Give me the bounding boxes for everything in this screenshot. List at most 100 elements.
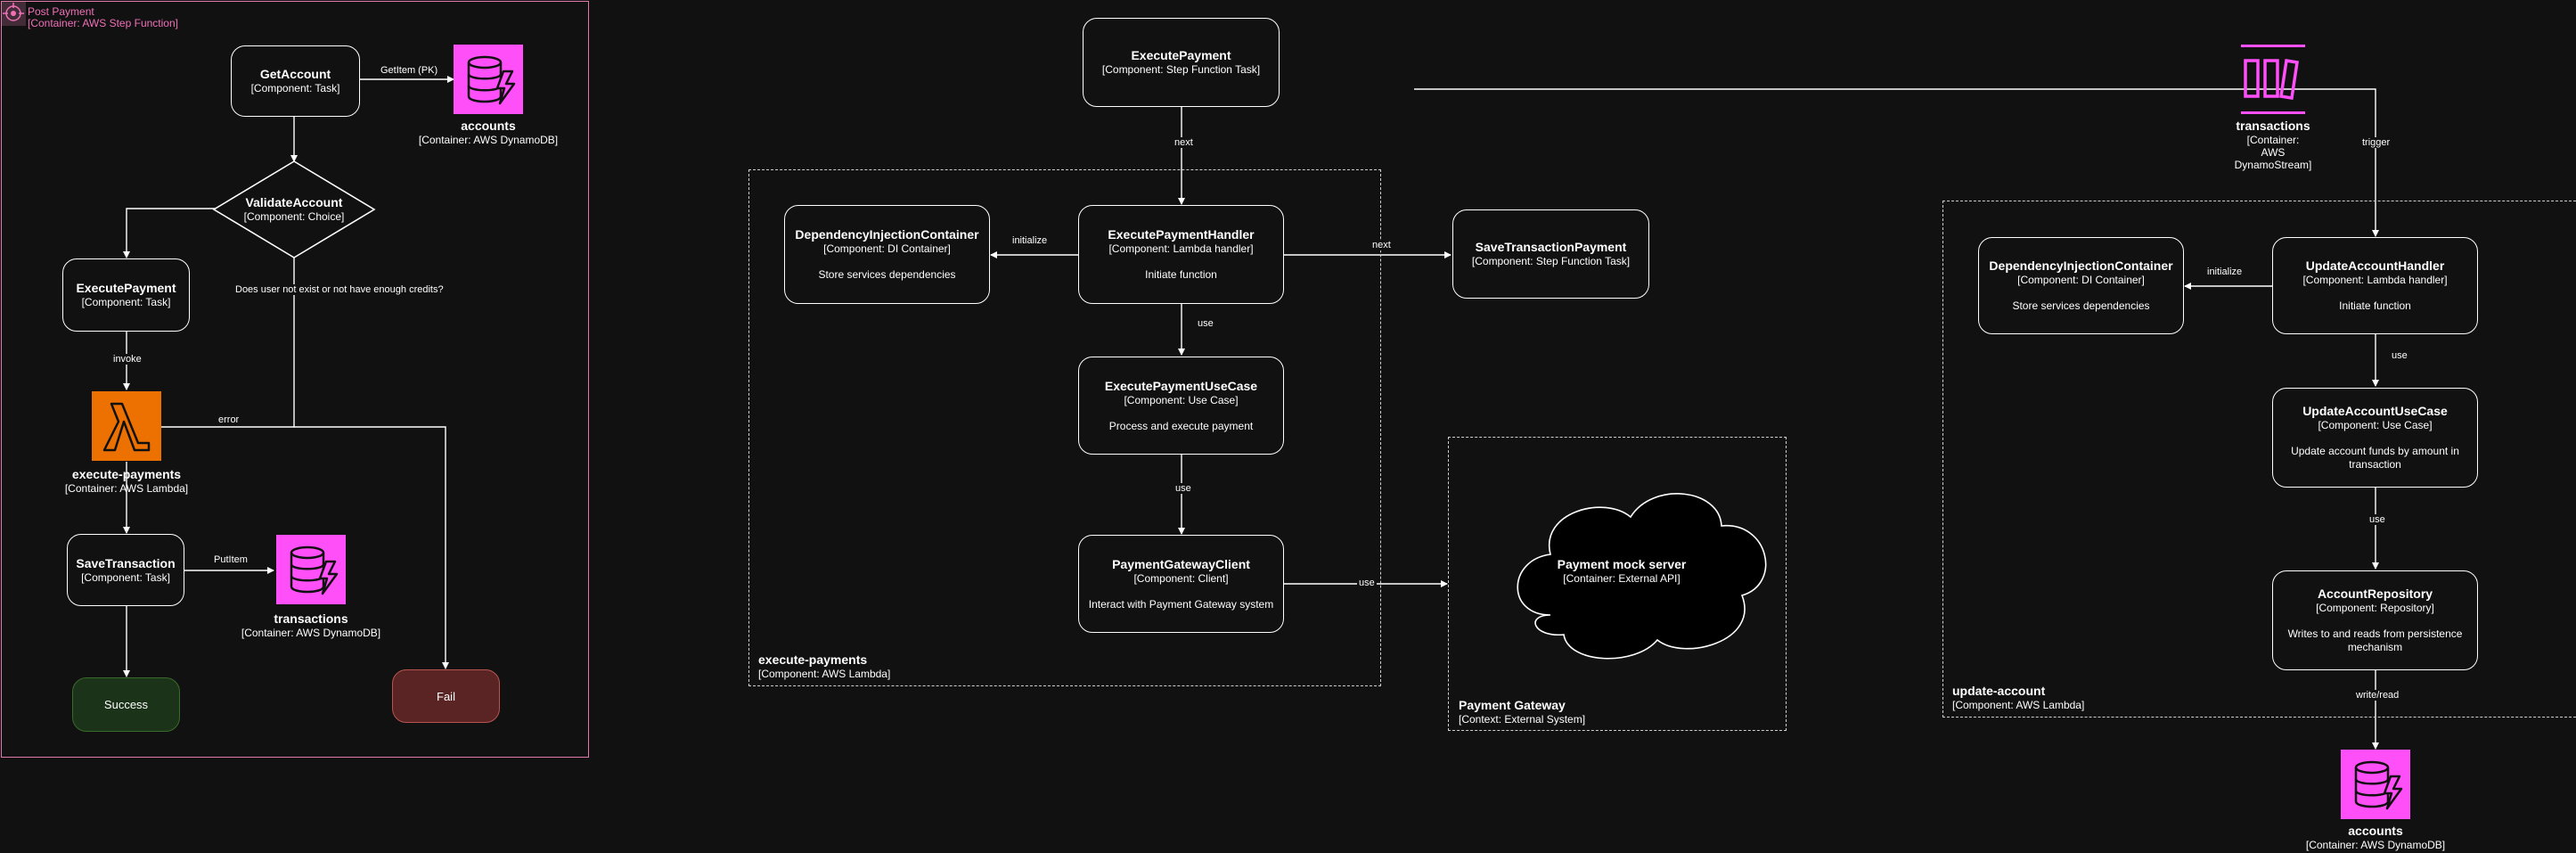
node-type: [Component: Use Case] — [2318, 419, 2433, 431]
kinesis-stream-icon — [2241, 45, 2305, 114]
execute-payment-usecase[interactable]: ExecutePaymentUseCase [Component: Use Ca… — [1078, 357, 1284, 455]
node-title: ExecutePayment — [76, 281, 176, 295]
node-type: [Component: Step Function Task] — [1101, 63, 1261, 76]
dynamodb-icon — [454, 45, 523, 114]
node-type: [Component: Lambda handler] — [2302, 274, 2448, 286]
node-title: UpdateAccountUseCase — [2302, 404, 2448, 418]
execute-payments-boundary-title: execute-payments [Component: AWS Lambda] — [758, 652, 890, 680]
fail-label: Fail — [437, 689, 455, 703]
caption-type-line: AWS — [2261, 146, 2286, 159]
execute-payment-task[interactable]: ExecutePayment [Component: Task] — [62, 258, 190, 332]
save-transaction-task[interactable]: SaveTransaction [Component: Task] — [67, 534, 184, 606]
payment-mock-server[interactable]: Payment mock server [Container: External… — [1550, 557, 1693, 585]
caption-type: [Container: AWS DynamoDB] — [2305, 839, 2446, 851]
step-functions-icon — [1, 1, 26, 26]
next-label: next — [1370, 240, 1393, 250]
save-transaction-payment-task[interactable]: SaveTransactionPayment [Component: Step … — [1452, 209, 1649, 299]
payment-gateway-boundary-title: Payment Gateway [Context: External Syste… — [1459, 698, 1585, 726]
accounts-table-caption: accounts [Container: AWS DynamoDB] — [392, 119, 585, 146]
node-title: PaymentGatewayClient — [1112, 556, 1250, 571]
node-description: Store services dependencies — [818, 268, 956, 281]
error-label: error — [217, 414, 241, 425]
validate-account-choice[interactable]: ValidateAccount [Component: Choice] — [223, 195, 365, 223]
accounts-table-caption: accounts [Container: AWS DynamoDB] — [2286, 824, 2465, 851]
node-type: [Component: Step Function Task] — [1471, 255, 1631, 267]
execute-payment-step-task[interactable]: ExecutePayment [Component: Step Function… — [1083, 18, 1280, 107]
node-type: [Component: Use Case] — [1124, 393, 1239, 406]
fail-state[interactable]: Fail — [392, 669, 500, 723]
use-label: use — [1196, 318, 1215, 329]
node-title: Payment mock server — [1557, 557, 1687, 571]
payment-gateway-client[interactable]: PaymentGatewayClient [Component: Client]… — [1078, 535, 1284, 633]
write-read-label: write/read — [2354, 690, 2401, 701]
use-label: use — [1174, 483, 1193, 494]
getitem-label: GetItem (PK) — [379, 65, 440, 76]
putitem-label: PutItem — [212, 554, 249, 565]
success-label: Success — [103, 698, 149, 711]
node-type: [Component: Task] — [81, 570, 170, 584]
node-title: DependencyInjectionContainer — [795, 227, 979, 242]
boundary-name: Payment Gateway — [1459, 698, 1566, 712]
caption-type: [Container: AWS Lambda] — [64, 482, 189, 495]
execute-payment-handler[interactable]: ExecutePaymentHandler [Component: Lambda… — [1078, 205, 1284, 304]
get-account-task[interactable]: GetAccount [Component: Task] — [231, 45, 360, 117]
update-account-boundary — [1942, 201, 2576, 718]
initialize-label: initialize — [1010, 235, 1050, 246]
caption-title: transactions — [2236, 119, 2310, 133]
use-label: use — [2390, 350, 2409, 361]
lambda-icon — [92, 391, 161, 461]
node-title: AccountRepository — [2317, 586, 2433, 601]
trigger-label: trigger — [2360, 137, 2392, 148]
node-description: Interact with Payment Gateway system — [1088, 597, 1274, 611]
boundary-type: [Context: External System] — [1459, 713, 1586, 726]
caption-title: accounts — [461, 119, 516, 133]
node-title: ExecutePayment — [1131, 48, 1231, 62]
node-type: [Container: External API] — [1563, 572, 1681, 585]
node-title: DependencyInjectionContainer — [1989, 258, 2173, 273]
node-description: Initiate function — [2339, 299, 2411, 312]
node-description: Writes to and reads from persistence mec… — [2287, 627, 2463, 653]
edge-stream-handler — [1414, 88, 2379, 237]
post-payment-frame — [1, 1, 589, 758]
node-title: ValidateAccount — [245, 195, 343, 209]
account-repository[interactable]: AccountRepository [Component: Repository… — [2272, 570, 2478, 670]
node-title: UpdateAccountHandler — [2305, 258, 2445, 273]
post-payment-container-type: [Container: AWS Step Function] — [28, 17, 178, 29]
node-type: [Component: DI Container] — [823, 242, 951, 255]
caption-type-line: DynamoStream] — [2234, 159, 2312, 171]
node-title: SaveTransaction — [76, 555, 176, 570]
dependency-injection-container[interactable]: DependencyInjectionContainer [Component:… — [1978, 237, 2184, 334]
edge-validate-fail — [293, 258, 449, 669]
transactions-stream-caption: transactions [Container: AWS DynamoStrea… — [2220, 119, 2327, 171]
caption-title: accounts — [2348, 824, 2403, 838]
edge-validate-executepayment — [123, 208, 217, 258]
execute-payments-boundary — [748, 169, 1381, 686]
validate-account-diamond — [212, 160, 376, 258]
lambda-caption: execute-payments [Container: AWS Lambda] — [46, 467, 207, 495]
update-account-handler[interactable]: UpdateAccountHandler [Component: Lambda … — [2272, 237, 2478, 334]
boundary-name: execute-payments — [758, 652, 868, 667]
node-title: SaveTransactionPayment — [1475, 240, 1627, 254]
boundary-type: [Component: AWS Lambda] — [1952, 699, 2085, 711]
post-payment-name: Post Payment — [28, 5, 94, 18]
node-type: [Component: Lambda handler] — [1108, 242, 1254, 255]
use-label: use — [2367, 514, 2387, 525]
node-description: Update account funds by amount in transa… — [2291, 445, 2459, 471]
node-type: [Component: Repository] — [2316, 602, 2434, 614]
use-label: use — [1357, 578, 1377, 588]
node-title: ExecutePaymentHandler — [1108, 227, 1255, 242]
dependency-injection-container[interactable]: DependencyInjectionContainer [Component:… — [784, 205, 990, 304]
node-type: [Component: Client] — [1133, 571, 1229, 585]
update-account-boundary-title: update-account [Component: AWS Lambda] — [1952, 684, 2084, 711]
boundary-name: update-account — [1952, 684, 2046, 698]
caption-type-line: [Container: — [2246, 134, 2300, 146]
initialize-label: initialize — [2205, 267, 2245, 277]
invoke-label: invoke — [111, 354, 143, 365]
transactions-table-caption: transactions [Container: AWS DynamoDB] — [222, 611, 400, 639]
update-account-usecase[interactable]: UpdateAccountUseCase [Component: Use Cas… — [2272, 388, 2478, 488]
success-state[interactable]: Success — [72, 677, 180, 732]
dynamodb-icon — [276, 535, 346, 604]
node-title: GetAccount — [259, 67, 331, 81]
